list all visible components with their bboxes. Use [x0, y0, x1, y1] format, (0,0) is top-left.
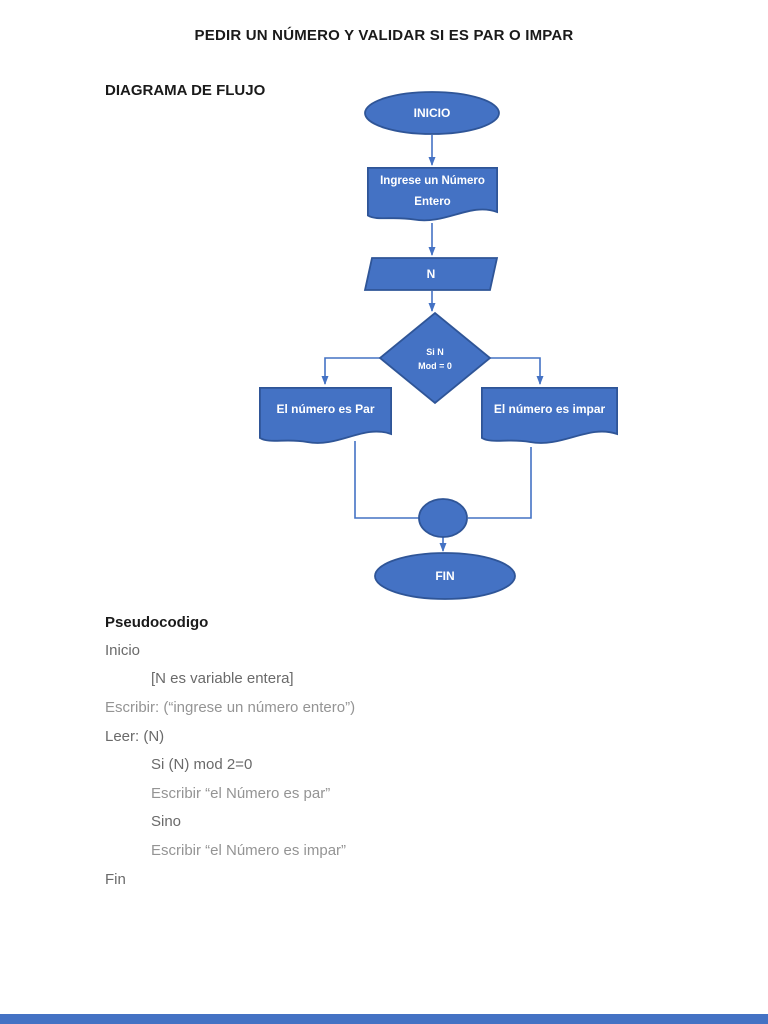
pseudocode-line: Escribir “el Número es par” — [151, 784, 331, 802]
pseudocode-line: Leer: (N) — [105, 727, 165, 745]
pseudocode-line: [N es variable entera] — [151, 670, 294, 688]
connector-decision-to-odd — [489, 357, 544, 385]
next-page-top-bar — [0, 1014, 768, 1024]
end-label: FIN — [435, 569, 455, 583]
decision-label-line1: Si N — [426, 346, 444, 357]
pseudocode-block: Inicio [N es variable entera] Escribir: … — [105, 636, 685, 893]
pseudocode-line: Inicio — [105, 641, 141, 659]
page-title: PEDIR UN NÚMERO Y VALIDAR SI ES PAR O IM… — [194, 27, 574, 44]
pseudocode-line: Escribir “el Número es impar” — [151, 841, 347, 859]
even-label: El número es Par — [276, 402, 375, 416]
input-label: Ingrese un Número Entero — [380, 175, 485, 208]
start-label: INICIO — [413, 106, 451, 120]
decision-label-line2: Mod = 0 — [418, 360, 452, 371]
pseudocode-line: Sino — [151, 813, 182, 831]
connector-odd-to-junction — [468, 447, 532, 519]
junction-circle — [418, 498, 468, 538]
read-label: N — [426, 267, 436, 281]
pseudocode-heading: Pseudocodigo — [105, 614, 209, 631]
pseudocode-line: Fin — [105, 870, 126, 888]
connector-decision-to-even — [321, 357, 381, 385]
decision-label: Si N Mod = 0 — [380, 331, 490, 386]
flowchart-heading: DIAGRAMA DE FLUJO — [105, 82, 266, 99]
pseudocode-line: Si (N) mod 2=0 — [151, 756, 253, 774]
odd-label: El número es impar — [493, 402, 606, 416]
connector-even-to-junction — [354, 441, 419, 519]
pseudocode-line: Escribir: (“ingrese un número entero”) — [105, 698, 356, 716]
